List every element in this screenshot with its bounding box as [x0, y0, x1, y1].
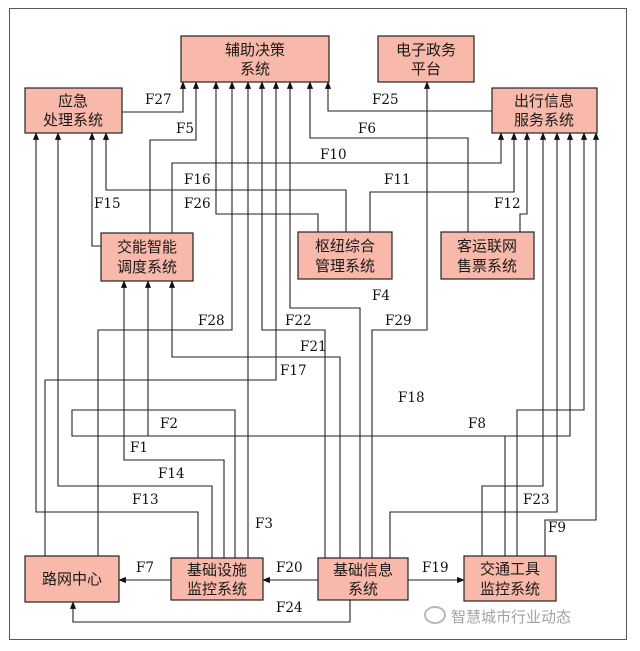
node-egov-platform: 电子政务 平台	[377, 35, 475, 83]
node-hub-management: 枢纽综合 管理系统	[297, 231, 393, 280]
node-decision-support: 辅助决策 系统	[180, 35, 330, 83]
watermark: 智慧城市行业动态	[424, 606, 571, 627]
edge-label-F21: F21	[300, 339, 327, 355]
edge-F28	[97, 81, 236, 556]
edge-F27	[122, 81, 187, 113]
edge-F21	[168, 280, 341, 558]
edge-label-F26: F26	[184, 196, 211, 212]
svg-text:售票系统: 售票系统	[457, 257, 517, 275]
edge-label-F14: F14	[158, 466, 185, 482]
edge-F25	[324, 81, 492, 112]
edge-label-F23: F23	[523, 492, 550, 508]
edge-F13	[32, 132, 199, 558]
edge-label-F29: F29	[385, 313, 412, 329]
svg-text:监控系统: 监控系统	[187, 580, 247, 598]
watermark-text: 智慧城市行业动态	[451, 608, 572, 626]
svg-text:路网中心: 路网中心	[42, 570, 102, 588]
edge-label-F7: F7	[136, 560, 154, 576]
svg-text:平台: 平台	[411, 60, 441, 78]
svg-text:交能智能: 交能智能	[117, 238, 177, 256]
edge-label-F22: F22	[285, 313, 312, 329]
svg-text:出行信息: 出行信息	[514, 92, 574, 110]
edge-F10	[171, 132, 505, 233]
svg-text:基础设施: 基础设施	[187, 561, 247, 579]
edge-label-F16: F16	[184, 172, 211, 188]
svg-text:系统: 系统	[240, 60, 270, 78]
edge-label-F9: F9	[548, 520, 566, 536]
edge-label-F18: F18	[398, 390, 425, 406]
edge-label-F13: F13	[132, 492, 159, 508]
edge-label-F4: F4	[372, 288, 390, 304]
edge-F1	[120, 280, 225, 558]
edge-F18	[516, 132, 588, 556]
svg-text:电子政务: 电子政务	[396, 41, 456, 59]
edge-label-F24: F24	[276, 600, 303, 616]
edge-label-F10: F10	[320, 147, 347, 163]
edge-F16	[102, 132, 347, 232]
edge-label-F5: F5	[176, 121, 194, 137]
edge-label-F19: F19	[422, 560, 449, 576]
edge-label-F20: F20	[276, 560, 303, 576]
edge-F14	[54, 132, 213, 558]
node-emergency: 应急 处理系统	[24, 87, 123, 134]
edge-label-F6: F6	[358, 121, 376, 137]
edge-F29	[371, 81, 431, 558]
svg-text:交通工具: 交通工具	[480, 560, 540, 578]
wechat-icon	[424, 606, 446, 624]
edge-F8	[71, 132, 574, 558]
edge-label-F27: F27	[145, 92, 172, 108]
svg-text:处理系统: 处理系统	[43, 111, 103, 129]
svg-text:应急: 应急	[58, 92, 88, 110]
edge-label-F2: F2	[160, 416, 178, 432]
edge-label-F17: F17	[280, 363, 307, 379]
edge-vehicle-travel-2	[389, 132, 561, 558]
svg-text:枢纽综合: 枢纽综合	[315, 237, 375, 255]
node-vehicle-monitor: 交通工具 监控系统	[463, 555, 557, 602]
svg-text:调度系统: 调度系统	[117, 258, 177, 276]
edge-F5	[149, 81, 200, 233]
svg-text:服务系统: 服务系统	[514, 111, 574, 129]
svg-text:管理系统: 管理系统	[315, 257, 375, 275]
svg-text:监控系统: 监控系统	[480, 580, 540, 598]
node-road-network-center: 路网中心	[24, 555, 120, 603]
node-basic-info: 基础信息 系统	[317, 557, 409, 601]
node-ticketing: 客运联网 售票系统	[440, 231, 535, 280]
edge-F12	[519, 132, 531, 232]
edge-F23	[481, 132, 547, 556]
svg-text:辅助决策: 辅助决策	[225, 41, 285, 59]
svg-text:系统: 系统	[348, 580, 378, 598]
edge-label-F8: F8	[468, 416, 486, 432]
edge-label-F11: F11	[384, 172, 411, 188]
edge-label-F1: F1	[130, 440, 148, 456]
edge-F17	[44, 81, 280, 556]
diagram-frame	[9, 8, 627, 640]
node-dispatch: 交能智能 调度系统	[100, 232, 194, 282]
edge-F26	[212, 81, 319, 232]
node-travel-info: 出行信息 服务系统	[491, 87, 598, 134]
node-infrastructure-monitor: 基础设施 监控系统	[170, 557, 264, 601]
edge-label-F25: F25	[372, 92, 399, 108]
edge-F24	[69, 600, 351, 623]
edge-F6	[306, 81, 469, 232]
edge-F11	[369, 132, 518, 232]
svg-text:客运联网: 客运联网	[457, 237, 517, 255]
svg-text:基础信息: 基础信息	[333, 561, 393, 579]
edge-label-F12: F12	[494, 196, 521, 212]
edge-F4	[286, 81, 361, 558]
edge-F22	[258, 81, 326, 558]
edge-label-F28: F28	[198, 313, 225, 329]
edge-label-F3: F3	[255, 516, 273, 532]
edge-label-F15: F15	[94, 196, 121, 212]
edge-F9	[544, 132, 600, 556]
